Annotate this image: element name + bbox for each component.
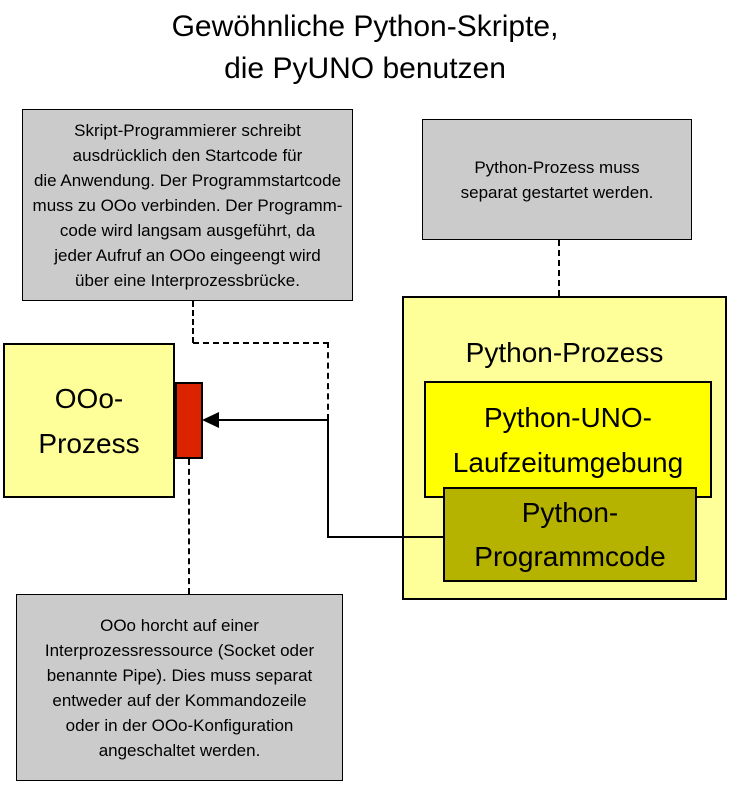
dashed-connector-bridge-to-listen-note <box>188 459 190 594</box>
node-pyuno-runtime: Python-UNO- Laufzeitumgebung <box>424 381 712 498</box>
node-ooo-process: OOo- Prozess <box>3 343 175 498</box>
annotation-startcode-note: Skript-Programmierer schreibt ausdrückli… <box>22 109 353 301</box>
annotation-python-start-note: Python-Prozess muss separat gestartet we… <box>422 119 692 240</box>
dashed-connector-start-note-to-process <box>558 240 560 296</box>
interprocess-bridge-rect <box>175 382 203 459</box>
dashed-connector-startcode-to-arrow <box>327 342 329 420</box>
annotation-ooo-listen-note: OOo horcht auf einer Interprozessressour… <box>16 594 343 781</box>
node-python-process-label: Python-Prozess <box>465 337 664 368</box>
dashed-connector-startcode-across <box>193 342 329 344</box>
diagram-title: Gewöhnliche Python-Skripte, die PyUNO be… <box>171 10 559 85</box>
node-python-programmcode: Python- Programmcode <box>443 487 697 582</box>
arrowhead-icon <box>202 412 219 428</box>
arrow-segment-top <box>212 419 329 421</box>
dashed-connector-startcode-down <box>192 301 194 343</box>
arrow-segment-bottom <box>327 536 444 538</box>
arrow-segment-vertical <box>327 419 329 538</box>
